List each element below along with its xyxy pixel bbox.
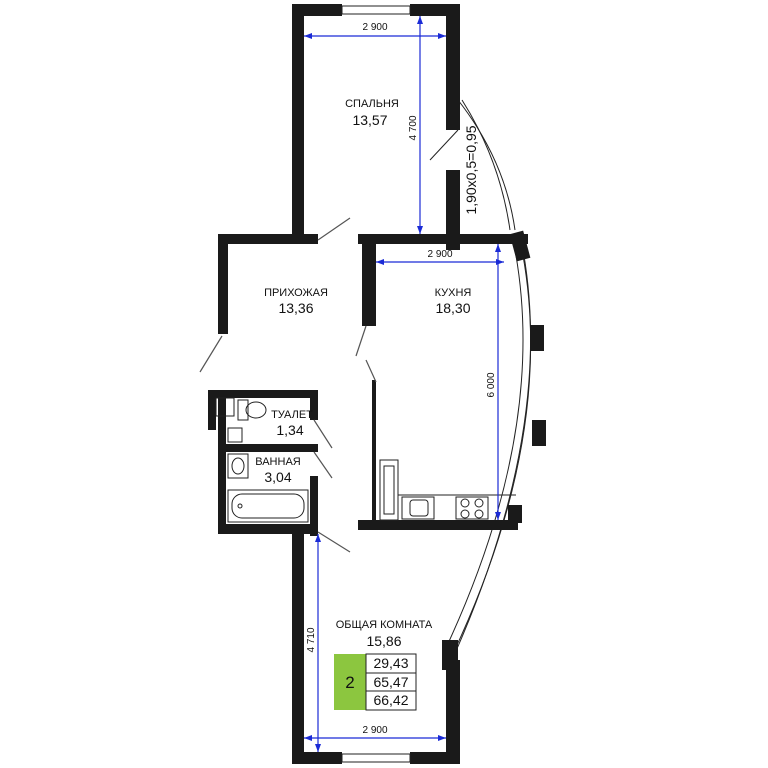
total-area-with-balcony: 66,42 xyxy=(373,692,408,708)
wall xyxy=(218,524,318,534)
wall xyxy=(226,444,318,452)
arrow-icon xyxy=(315,534,321,542)
door-leaf xyxy=(199,335,223,373)
facade-arc-inner xyxy=(444,249,524,651)
wall xyxy=(358,234,528,244)
dim-living-length: 4 710 xyxy=(306,627,317,652)
wall xyxy=(292,4,342,16)
arrow-icon xyxy=(376,259,384,265)
facade-pillar xyxy=(508,505,522,523)
burner-icon xyxy=(460,509,470,519)
room-area-living: 15,86 xyxy=(366,633,401,649)
wall xyxy=(218,234,298,244)
wall xyxy=(446,660,460,764)
fridge-door xyxy=(383,465,395,515)
shaft xyxy=(227,427,243,443)
balcony-edge xyxy=(429,129,459,161)
room-area-bedroom: 13,57 xyxy=(352,112,387,128)
wall xyxy=(358,520,518,530)
room-name-kitchen: КУХНЯ xyxy=(435,287,472,299)
total-area: 65,47 xyxy=(373,674,408,690)
toilet-bowl-icon xyxy=(245,401,267,419)
arrow-icon xyxy=(496,259,504,265)
burner-icon xyxy=(474,509,484,519)
bathtub xyxy=(227,489,309,523)
wall xyxy=(292,234,318,244)
door-leaf xyxy=(355,325,367,357)
wall xyxy=(208,390,216,430)
door-leaf xyxy=(313,451,333,479)
room-area-hall: 13,36 xyxy=(278,300,313,316)
bathtub-drain-icon xyxy=(237,503,243,509)
living-area: 29,43 xyxy=(373,655,408,671)
wall xyxy=(218,234,228,334)
kitchen-sink xyxy=(401,496,435,520)
wall xyxy=(310,398,318,420)
burner-icon xyxy=(474,498,484,508)
arrow-icon xyxy=(417,16,423,24)
balcony-size: 1,90x0,5=0,95 xyxy=(463,125,479,214)
door-leaf xyxy=(313,419,333,449)
wall xyxy=(208,390,318,398)
wall xyxy=(372,380,376,520)
room-name-bedroom: СПАЛЬНЯ xyxy=(345,98,399,110)
balcony-railing xyxy=(457,99,516,231)
wall xyxy=(292,752,342,764)
rooms-count: 2 xyxy=(345,673,354,692)
summary-table: 2 29,43 65,47 66,42 xyxy=(334,653,417,711)
dim-bedroom-length: 4 700 xyxy=(408,115,419,140)
wall xyxy=(446,170,460,250)
living-window xyxy=(341,753,411,763)
room-name-bathroom: ВАННАЯ xyxy=(255,456,301,468)
door-leaf xyxy=(317,531,351,553)
shaft xyxy=(215,397,235,417)
sink-icon xyxy=(231,457,245,475)
room-name-living: ОБЩАЯ КОМНАТА xyxy=(336,619,433,631)
dim-kitchen-length: 6 000 xyxy=(486,372,497,397)
room-area-bathroom: 3,04 xyxy=(264,469,291,485)
kitchen-sink-basin xyxy=(409,499,429,517)
arrow-icon xyxy=(495,512,501,520)
door-leaf xyxy=(365,359,377,383)
bathtub-inner xyxy=(231,493,305,519)
fridge xyxy=(379,459,399,521)
sink xyxy=(227,453,249,479)
door-leaf xyxy=(317,217,351,241)
arrow-icon xyxy=(438,33,446,39)
room-area-kitchen: 18,30 xyxy=(435,300,470,316)
facade-arc-mid xyxy=(451,249,532,661)
arrow-icon xyxy=(438,735,446,741)
wall xyxy=(446,4,460,130)
burner-icon xyxy=(460,498,470,508)
dim-living-width: 2 900 xyxy=(362,725,387,736)
dim-bedroom-width: 2 900 xyxy=(362,22,387,33)
wall xyxy=(292,530,304,764)
stove xyxy=(455,496,489,520)
balcony-railing-inner xyxy=(461,99,511,231)
arrow-icon xyxy=(304,33,312,39)
toilet-tank xyxy=(237,399,249,421)
room-name-toilet: ТУАЛЕТ xyxy=(271,409,313,421)
room-area-toilet: 1,34 xyxy=(276,422,303,438)
dim-kitchen-width: 2 900 xyxy=(427,249,452,260)
rooms-count-badge xyxy=(334,654,366,710)
arrow-icon xyxy=(417,226,423,234)
arrow-icon xyxy=(315,744,321,752)
arrow-icon xyxy=(304,735,312,741)
summary-cell xyxy=(365,690,417,711)
facade-pillar xyxy=(530,325,544,351)
room-name-hall: ПРИХОЖАЯ xyxy=(264,287,328,299)
facade-pillar xyxy=(532,420,546,446)
bedroom-window xyxy=(341,5,411,15)
wall xyxy=(362,244,376,326)
arrow-icon xyxy=(495,244,501,252)
wall xyxy=(292,4,304,240)
wall xyxy=(310,476,318,536)
wall xyxy=(218,398,226,532)
